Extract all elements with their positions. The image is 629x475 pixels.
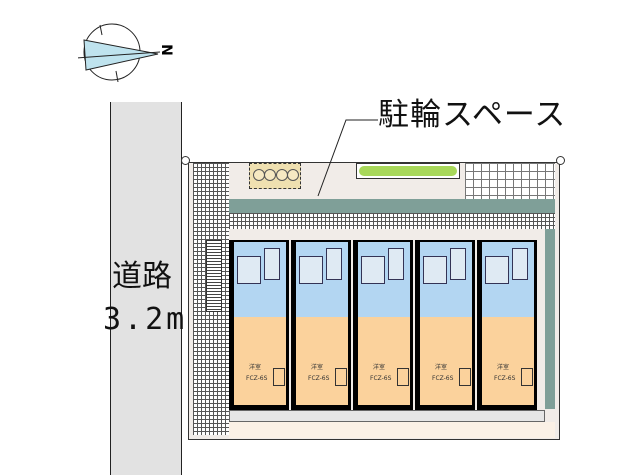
room-code: FCZ-6S [308, 375, 330, 382]
room-code: FCZ-6S [246, 375, 268, 382]
closet [521, 368, 533, 386]
site-corner-marker [556, 156, 565, 165]
kitchen-icon [326, 248, 342, 280]
western-room [420, 317, 472, 405]
road [110, 102, 182, 475]
wet-area [482, 242, 534, 317]
room-label: 洋室 [497, 364, 510, 371]
room-code: FCZ-6S [370, 375, 392, 382]
site-corner-marker [181, 156, 190, 165]
bath-icon [423, 256, 447, 284]
kitchen-icon [264, 248, 280, 280]
bath-icon [299, 256, 323, 284]
wet-area [420, 242, 472, 317]
kitchen-icon [388, 248, 404, 280]
bath-icon [361, 256, 385, 284]
paving-strip [229, 213, 555, 229]
leader-line [317, 119, 378, 197]
rear-yard [229, 422, 555, 438]
paving-teal-band [229, 199, 555, 213]
bath-icon [237, 256, 261, 284]
western-room [234, 317, 286, 405]
bicycle-icon [287, 169, 299, 181]
room-code: FCZ-6S [432, 375, 454, 382]
bicycle-icon [264, 169, 276, 181]
unit-2: 洋室 FCZ-6S [291, 240, 351, 410]
closet [397, 368, 409, 386]
room-label: 洋室 [249, 364, 262, 371]
balcony [229, 410, 545, 422]
closet [273, 368, 285, 386]
unit-1: 洋室 FCZ-6S [229, 240, 289, 410]
unit-5: 洋室 FCZ-6S [477, 240, 537, 410]
wet-area [234, 242, 286, 317]
kitchen-icon [512, 248, 528, 280]
wet-area [358, 242, 410, 317]
closet [335, 368, 347, 386]
kitchen-icon [450, 248, 466, 280]
bicycle-space-label: 駐輪スペース [378, 97, 567, 133]
western-room [358, 317, 410, 405]
western-room [296, 317, 348, 405]
unit-4: 洋室 FCZ-6S [415, 240, 475, 410]
western-room [482, 317, 534, 405]
wet-area [296, 242, 348, 317]
road-label: 道路 [112, 259, 172, 294]
exterior-stair [206, 240, 222, 312]
unit-3: 洋室 FCZ-6S [353, 240, 413, 410]
room-code: FCZ-6S [494, 375, 516, 382]
closet [459, 368, 471, 386]
road-width-label: 3.2m [103, 302, 188, 337]
room-label: 洋室 [373, 364, 386, 371]
bicycle-parking [249, 163, 301, 189]
north-arrow-icon [78, 23, 161, 82]
hedge [356, 163, 460, 179]
bath-icon [485, 256, 509, 284]
room-label: 洋室 [435, 364, 448, 371]
paving-right-edge [545, 229, 555, 409]
compass-north-label: N [157, 44, 174, 56]
room-label: 洋室 [311, 364, 324, 371]
